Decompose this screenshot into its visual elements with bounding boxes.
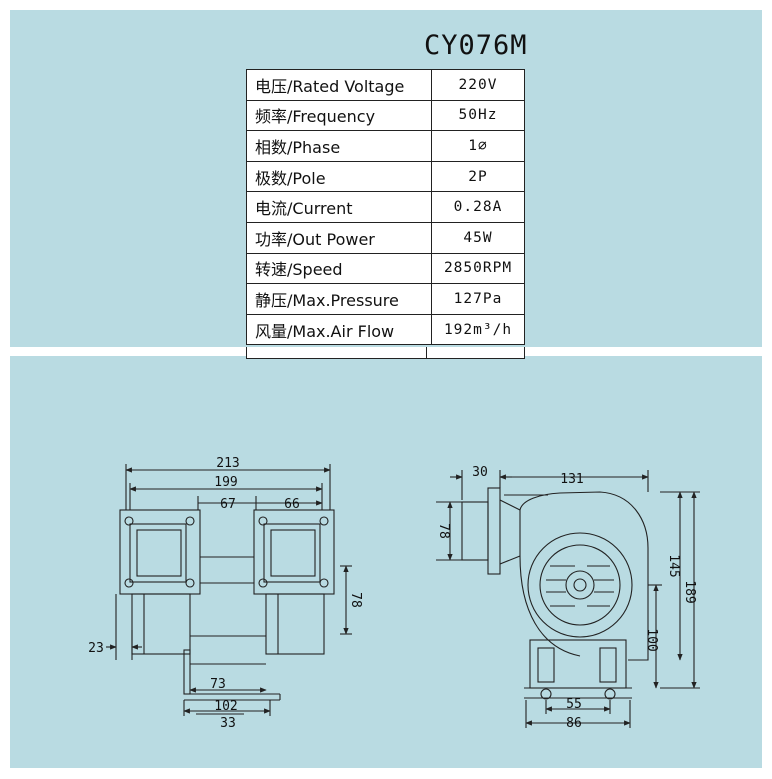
model-title: CY076M	[424, 30, 528, 61]
dim-label: 66	[284, 497, 300, 512]
spec-value: 2P	[431, 160, 525, 193]
dim-label: 100	[644, 628, 659, 651]
spec-label: 电流/Current	[246, 191, 432, 223]
dim-label: 30	[472, 465, 488, 480]
dim-label: 145	[666, 554, 681, 577]
spec-value: 0.28A	[431, 191, 525, 223]
spec-value: 45W	[431, 221, 525, 254]
spec-label: 转速/Speed	[246, 252, 432, 285]
spec-value: 1∅	[431, 130, 525, 162]
dim-label: 189	[682, 580, 697, 603]
spec-label: 风量/Max.Air Flow	[246, 313, 432, 346]
dim-label: 102	[214, 699, 237, 714]
dim-label: 23	[88, 641, 104, 656]
dim-label: 131	[560, 472, 583, 487]
front-view	[106, 464, 352, 716]
dim-label: 78	[348, 592, 363, 608]
table-extension	[246, 347, 525, 359]
dim-label: 33	[220, 716, 236, 731]
spec-label: 功率/Out Power	[246, 221, 432, 254]
spec-value: 220V	[431, 69, 525, 101]
spec-label: 静压/Max.Pressure	[246, 283, 432, 315]
spec-label: 极数/Pole	[246, 160, 432, 193]
side-dimension-labels: 30 131 78 145 189 100 55 86	[436, 465, 697, 731]
spec-label: 相数/Phase	[246, 130, 432, 162]
spec-value: 50Hz	[431, 99, 525, 132]
drawing-panel	[10, 356, 762, 768]
dim-label: 73	[210, 677, 226, 692]
dim-label: 78	[436, 523, 451, 539]
dim-label: 199	[214, 475, 237, 490]
dim-label: 67	[220, 497, 236, 512]
front-dimension-labels: 213 199 67 66 78 23 73 102 33	[88, 456, 363, 731]
spec-value: 192m³/h	[431, 313, 525, 346]
dim-label: 55	[566, 697, 582, 712]
spec-value: 2850RPM	[431, 252, 525, 285]
dim-label: 213	[216, 456, 239, 471]
side-view	[436, 470, 700, 728]
dim-label: 86	[566, 716, 582, 731]
